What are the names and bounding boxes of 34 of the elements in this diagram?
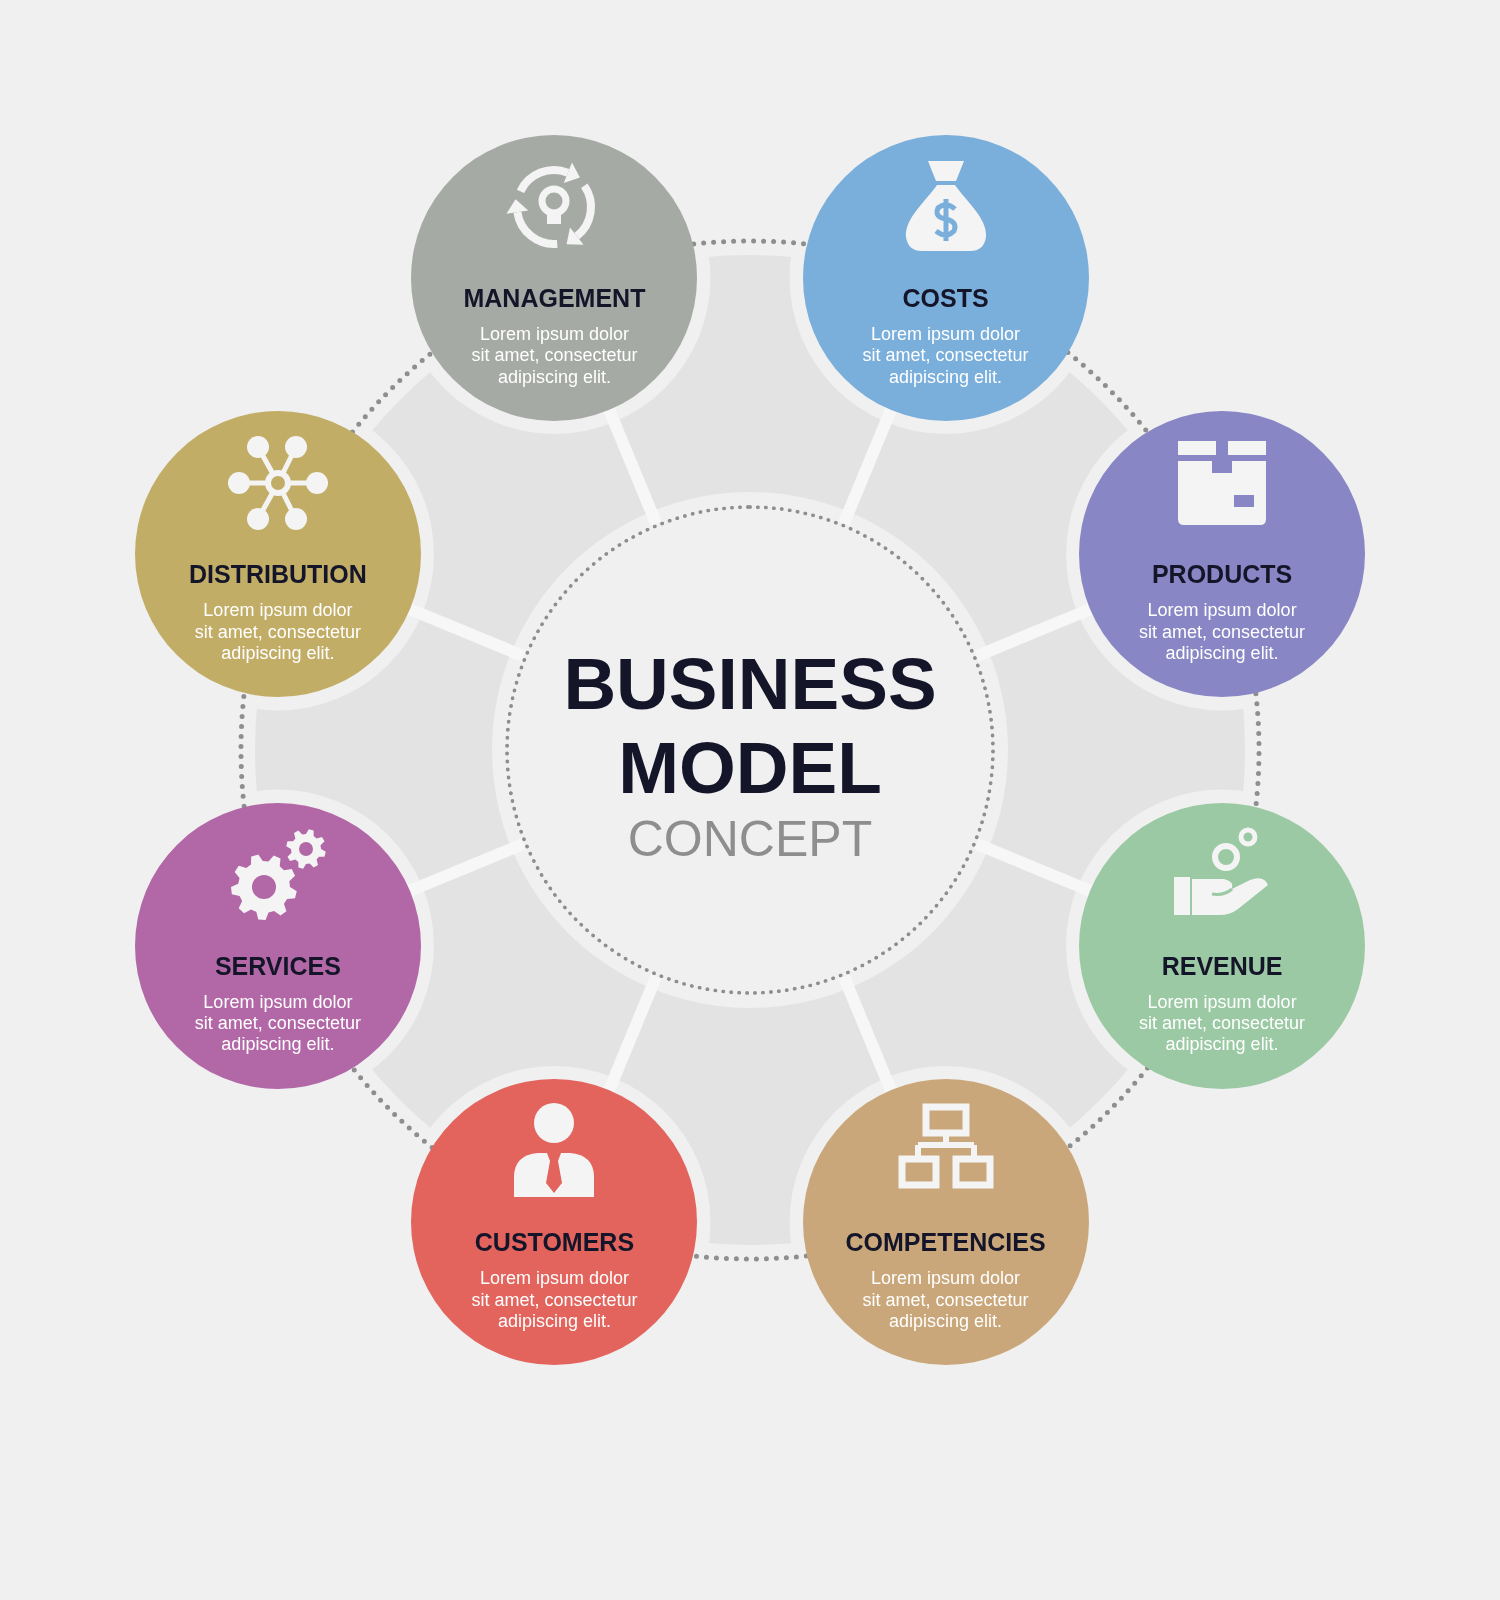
node-title: DISTRIBUTION bbox=[189, 559, 367, 590]
dotted-connector bbox=[350, 350, 435, 435]
node-description: Lorem ipsum dolor sit amet, consectetur adipiscing elit. bbox=[1138, 991, 1307, 1056]
dotted-connector bbox=[350, 1065, 435, 1150]
node-title: SERVICES bbox=[214, 950, 341, 981]
spoke-connector bbox=[603, 974, 662, 1093]
spoke-connector bbox=[838, 407, 897, 526]
node-description: Lorem ipsum dolor sit amet, consectetur adipiscing elit. bbox=[861, 1268, 1030, 1333]
spoke-connector bbox=[838, 974, 897, 1093]
spoke-connector bbox=[974, 838, 1093, 897]
node-title: COMPETENCIES bbox=[845, 1227, 1046, 1258]
spoke-connector bbox=[974, 603, 1093, 662]
spoke-connector bbox=[407, 838, 526, 897]
node-description: Lorem ipsum dolor sit amet, consectetur adipiscing elit. bbox=[470, 1268, 639, 1333]
node-description: Lorem ipsum dolor sit amet, consectetur adipiscing elit. bbox=[193, 600, 362, 665]
spoke-connector bbox=[603, 407, 662, 526]
node-description: Lorem ipsum dolor sit amet, consectetur adipiscing elit. bbox=[861, 323, 1030, 389]
node-description: Lorem ipsum dolor sit amet, consectetur adipiscing elit. bbox=[1138, 600, 1307, 665]
center-title: BUSINESS MODEL bbox=[563, 642, 937, 810]
dotted-connector bbox=[691, 1253, 809, 1262]
node-description: Lorem ipsum dolor sit amet, consectetur adipiscing elit. bbox=[193, 991, 362, 1056]
center-subtitle: CONCEPT bbox=[627, 810, 873, 868]
node-title: COSTS bbox=[902, 282, 989, 313]
dotted-connector bbox=[1065, 1065, 1150, 1150]
dotted-connector bbox=[1253, 691, 1262, 809]
dotted-connector bbox=[238, 691, 247, 809]
node-title: MANAGEMENT bbox=[463, 282, 646, 313]
dotted-connector bbox=[1065, 350, 1150, 435]
node-title: CUSTOMERS bbox=[474, 1227, 635, 1258]
dotted-connector bbox=[691, 238, 809, 247]
node-title: REVENUE bbox=[1161, 950, 1283, 981]
node-title: PRODUCTS bbox=[1151, 559, 1293, 590]
node-description: Lorem ipsum dolor sit amet, consectetur adipiscing elit. bbox=[470, 323, 639, 389]
spoke-connector bbox=[407, 603, 526, 662]
